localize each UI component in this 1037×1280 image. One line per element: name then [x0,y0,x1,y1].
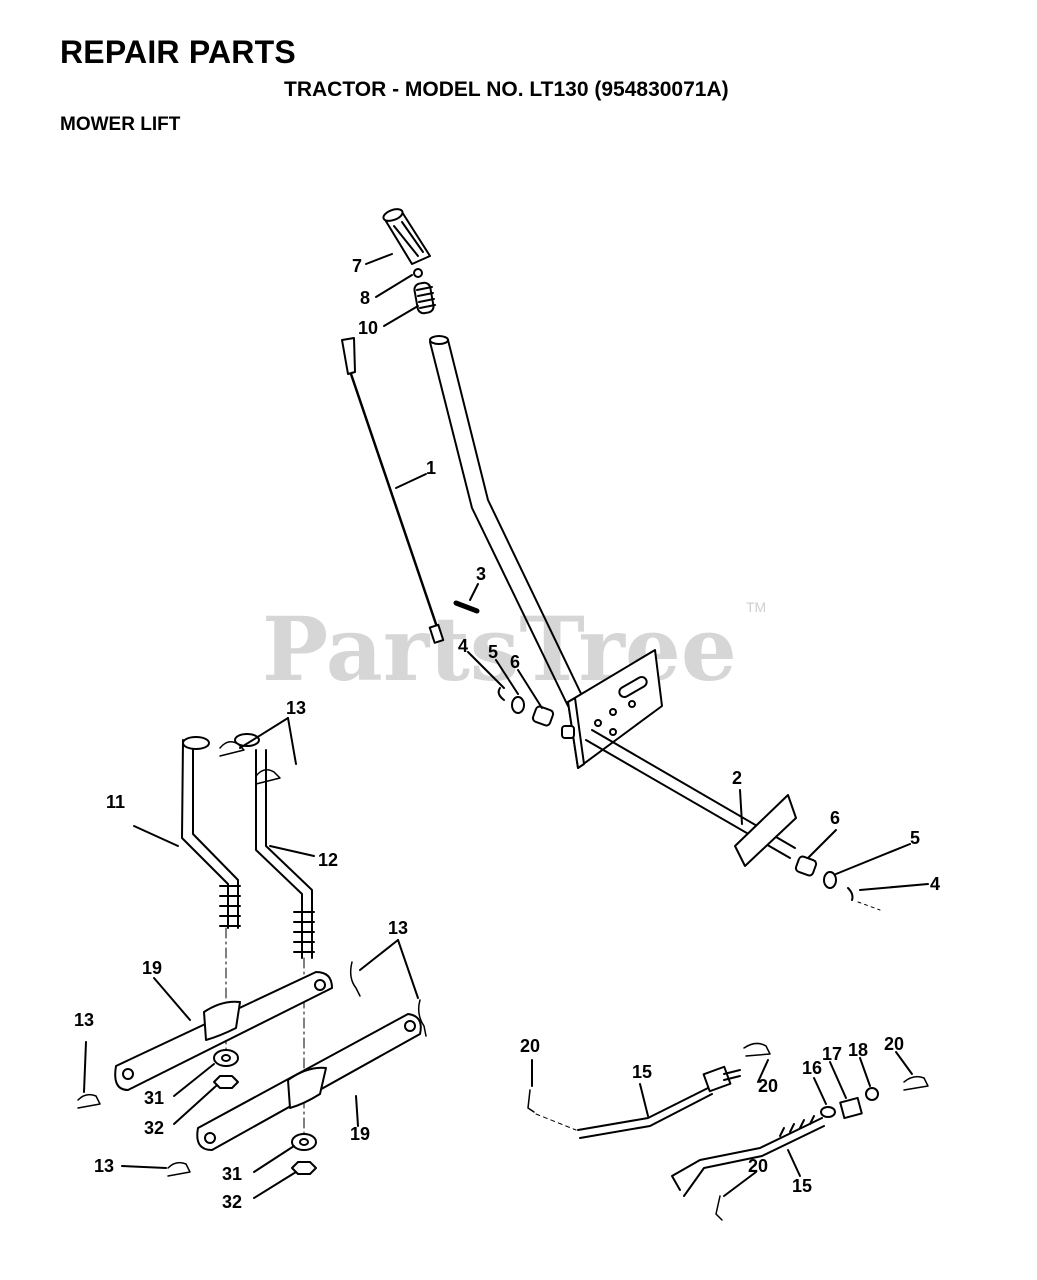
lift-arm-lower [196,1013,422,1151]
callout-16: 16 [802,1058,822,1078]
callout-5-left: 5 [488,642,498,662]
watermark-text: PartsTree [262,597,737,701]
callout-4-right: 4 [930,874,940,894]
callout-15-upper: 15 [632,1062,652,1082]
callout-20-right: 20 [884,1034,904,1054]
callout-13-bottom: 13 [94,1156,114,1176]
callout-17: 17 [822,1044,842,1064]
callout-3: 3 [476,564,486,584]
callout-10: 10 [358,318,378,338]
pin-part [453,600,480,614]
callout-13-left: 13 [74,1010,94,1030]
lift-link-11 [181,736,241,929]
callout-8: 8 [360,288,370,308]
spacer-nut-lower [291,1133,317,1175]
spacer-nut-upper [213,1049,239,1089]
callout-15-lower: 15 [792,1176,812,1196]
callout-32-upper: 32 [144,1118,164,1138]
callout-4-left: 4 [458,636,468,656]
callout-18: 18 [848,1040,868,1060]
adjust-rod-upper [577,1065,741,1139]
spring-part [413,281,436,315]
callout-20-left: 20 [520,1036,540,1056]
callout-20-lower: 20 [748,1156,768,1176]
callout-31-lower: 31 [222,1164,242,1184]
callout-13-right: 13 [388,918,408,938]
leader-lines [83,253,929,1199]
hairpin-clips [77,741,427,1177]
callout-6-left: 6 [510,652,520,672]
callout-7: 7 [352,256,362,276]
callout-13-top: 13 [286,698,306,718]
lift-link-12 [234,733,315,959]
ball-part [413,268,423,278]
page-title: REPAIR PARTS [60,34,296,70]
callout-20-mid: 20 [758,1076,778,1096]
callout-12: 12 [318,850,338,870]
callout-1: 1 [426,458,436,478]
adjust-rod-lower [671,1115,825,1197]
callout-11: 11 [106,792,125,812]
lift-handle [429,335,587,707]
callout-labels: 7 8 10 1 3 4 5 6 2 6 5 4 13 11 12 13 19 … [74,256,940,1212]
hardware-stack-left [497,687,575,739]
cotter-pins [527,1042,929,1221]
callout-5-right: 5 [910,828,920,848]
release-rod [341,337,445,644]
callout-2: 2 [732,768,742,788]
callout-6-right: 6 [830,808,840,828]
hardware-stack-right [794,855,881,911]
callout-19-lower: 19 [350,1124,370,1144]
callout-19-upper: 19 [142,958,162,978]
model-subtitle: TRACTOR - MODEL NO. LT130 (954830071A) [284,78,729,101]
lift-shaft [585,729,797,867]
watermark-trademark: TM [746,599,766,615]
section-title: MOWER LIFT [60,114,181,135]
lift-arm-upper [114,971,333,1091]
callout-31-upper: 31 [144,1088,164,1108]
adjuster-hardware [820,1087,879,1120]
callout-32-lower: 32 [222,1192,242,1212]
handle-grip [382,208,431,265]
lift-bracket [567,649,663,769]
